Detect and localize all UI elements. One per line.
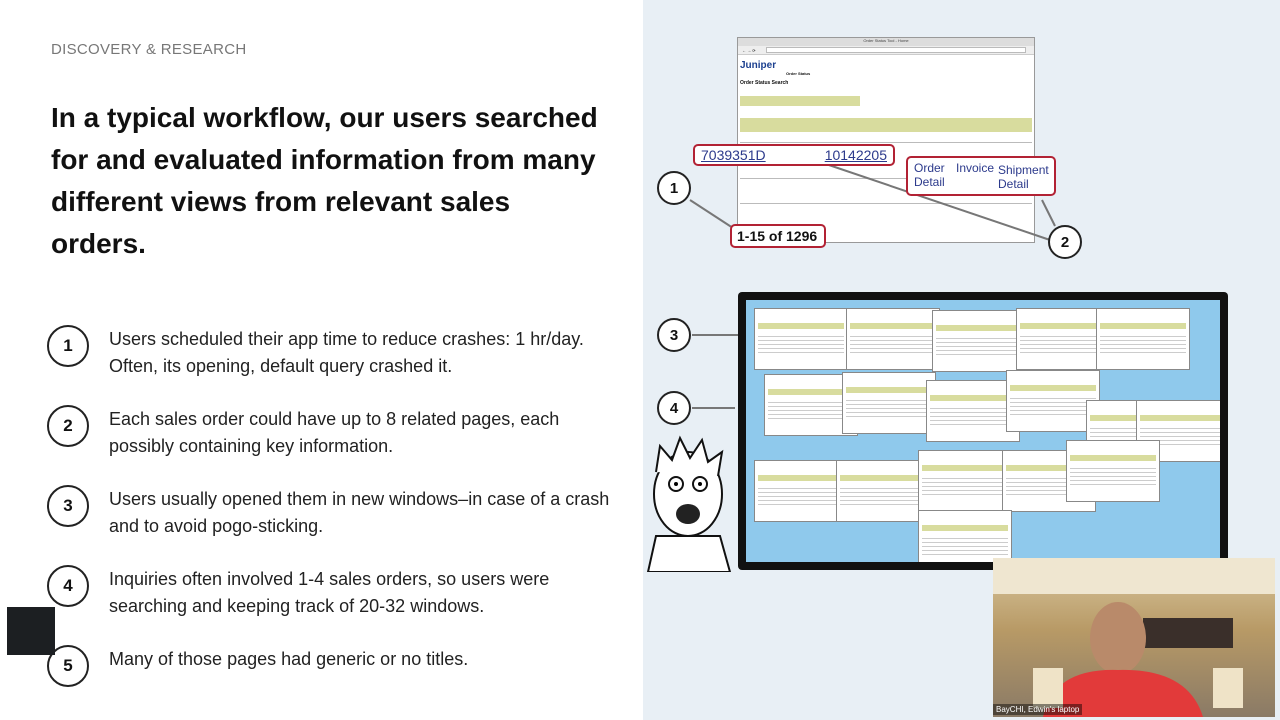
slide-kicker: DISCOVERY & RESEARCH: [51, 41, 247, 58]
window-title: Order Status Tool - Home: [738, 38, 1034, 46]
window-thumbnail: [918, 450, 1012, 512]
paging-callout: 1-15 of 1296: [730, 224, 826, 248]
monitor-many-windows: [738, 292, 1228, 570]
table-row: [740, 142, 1032, 143]
stressed-user-illustration: [646, 435, 732, 572]
window-thumbnail: [918, 510, 1012, 562]
table-header: [740, 118, 1032, 132]
window-thumbnail: [836, 460, 930, 522]
links-callout: Order Detail Invoice Shipment Detail: [906, 156, 1056, 196]
webcam-video-tile: BayCHI, Edwin's laptop: [993, 558, 1275, 717]
shipment-detail-link: Shipment Detail: [998, 163, 1049, 191]
window-thumbnail: [932, 310, 1026, 372]
list-item: 1 Users scheduled their app time to reduc…: [47, 325, 617, 380]
table-row: [740, 203, 1032, 204]
list-item: 3 Users usually opened them in new window…: [47, 485, 617, 540]
list-item: 4 Inquiries often involved 1-4 sales orde…: [47, 565, 617, 620]
window-thumbnail: [754, 460, 848, 522]
number-badge: 3: [47, 485, 89, 527]
list-item-text: Inquiries often involved 1-4 sales order…: [109, 569, 550, 616]
page-heading: Order Status Search: [740, 80, 789, 86]
po-number: 7039351D: [701, 147, 766, 163]
marker-3: 3: [657, 318, 691, 352]
marker-1: 1: [657, 171, 691, 205]
marker-4: 4: [657, 391, 691, 425]
presenter-video: [993, 558, 1275, 717]
table-row: [740, 178, 1032, 179]
search-bar: [740, 96, 860, 106]
window-thumbnail: [754, 308, 848, 370]
number-badge: 5: [47, 645, 89, 687]
window-thumbnail: [1096, 308, 1190, 370]
window-thumbnail: [842, 372, 936, 434]
window-thumbnail: [1066, 440, 1160, 502]
number-badge: 1: [47, 325, 89, 367]
number-badge: 4: [47, 565, 89, 607]
overlay-block: [7, 607, 55, 655]
marker-2: 2: [1048, 225, 1082, 259]
list-item-text: Many of those pages had generic or no ti…: [109, 649, 469, 669]
list-item: 5 Many of those pages had generic or no t…: [47, 645, 617, 687]
order-detail-link: Order Detail: [914, 161, 945, 189]
so-number: 10142205: [824, 147, 887, 163]
slide-headline: In a typical workflow, our users searche…: [51, 102, 598, 259]
window-thumbnail: [926, 380, 1020, 442]
address-bar: ← → ⟳: [738, 46, 1034, 55]
page-subtitle: Order Status: [786, 71, 811, 76]
order-status-screenshot: Order Status Tool - Home ← → ⟳ Juniper O…: [737, 37, 1035, 243]
list-item: 2 Each sales order could have up to 8 rel…: [47, 405, 617, 460]
window-thumbnail: [846, 308, 940, 370]
number-badge: 2: [47, 405, 89, 447]
invoice-link: Invoice: [956, 161, 995, 175]
juniper-logo: Juniper: [740, 60, 777, 71]
window-thumbnail: [1016, 308, 1110, 370]
window-thumbnail: [1006, 370, 1100, 432]
slide-text-panel: DISCOVERY & RESEARCH In a typical workfl…: [7, 41, 617, 687]
po-so-callout: 7039351D 10142205: [693, 144, 895, 166]
list-item-text: Users scheduled their app time to reduce…: [109, 329, 584, 376]
participant-name-label: BayCHI, Edwin's laptop: [993, 704, 1083, 715]
url-field: [765, 47, 1026, 53]
list-item-text: Each sales order could have up to 8 rela…: [109, 409, 560, 456]
desktop-screen: [746, 300, 1220, 562]
list-item-text: Users usually opened them in new windows…: [109, 489, 610, 536]
